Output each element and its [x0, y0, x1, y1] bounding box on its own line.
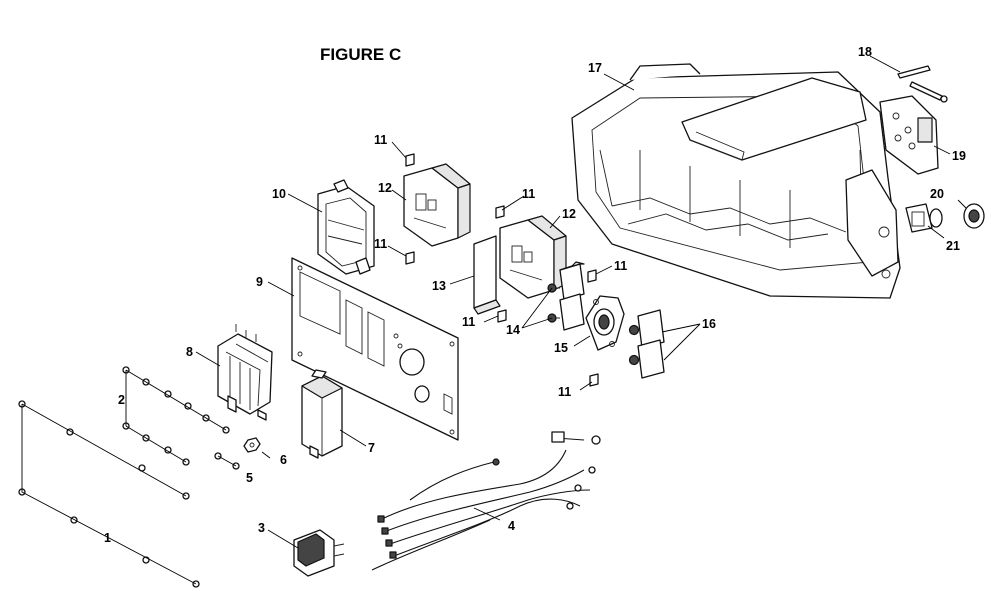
callout-17: 17 [588, 61, 602, 75]
callout-1: 1 [104, 531, 111, 545]
callout-21: 21 [946, 239, 960, 253]
callout-9: 9 [256, 275, 263, 289]
part-7-module [301, 369, 343, 459]
callout-13: 13 [432, 279, 446, 293]
callout-labels: 1 2 3 4 5 6 7 8 9 10 11 11 11 11 11 11 1… [104, 45, 966, 545]
callout-8: 8 [186, 345, 193, 359]
part-screws-1 [18, 400, 200, 588]
part-11-clips [405, 153, 599, 387]
part-14-breakers [547, 261, 585, 331]
callout-12: 12 [562, 207, 576, 221]
leader-lines [21, 55, 967, 585]
callout-10: 10 [272, 187, 286, 201]
callout-11: 11 [614, 259, 627, 273]
callout-6: 6 [280, 453, 287, 467]
part-10-meter [317, 179, 375, 275]
part-screws-2 [122, 366, 230, 466]
part-19-bracket [879, 95, 939, 175]
part-16-breakers [628, 309, 665, 379]
part-18-screws [897, 65, 948, 103]
callout-5: 5 [246, 471, 253, 485]
part-8-module [217, 324, 273, 421]
part-4-wiring-harness [371, 431, 601, 571]
part-17-housing [571, 63, 901, 299]
callout-11: 11 [462, 315, 475, 329]
callout-7: 7 [368, 441, 375, 455]
callout-4: 4 [508, 519, 515, 533]
callout-11: 11 [374, 237, 387, 251]
part-12-outlet-upper [403, 163, 471, 247]
callout-11: 11 [558, 385, 571, 399]
part-21-plug [905, 203, 943, 233]
callout-2: 2 [118, 393, 125, 407]
part-3-switch [293, 529, 345, 577]
callout-16: 16 [702, 317, 716, 331]
part-12-outlet-lower [499, 215, 567, 299]
part-13-cover [473, 235, 501, 315]
part-9-panel [291, 257, 459, 441]
callout-15: 15 [554, 341, 568, 355]
callout-11: 11 [374, 133, 387, 147]
callout-20: 20 [930, 187, 944, 201]
part-6-nut [243, 437, 261, 453]
callout-14: 14 [506, 323, 520, 337]
part-15-receptacle [585, 295, 625, 351]
callout-19: 19 [952, 149, 966, 163]
part-20-grommet [963, 203, 985, 229]
callout-11: 11 [522, 187, 535, 201]
callout-18: 18 [858, 45, 872, 59]
callout-12: 12 [378, 181, 392, 195]
callout-3: 3 [258, 521, 265, 535]
figure-title: FIGURE C [320, 45, 401, 64]
